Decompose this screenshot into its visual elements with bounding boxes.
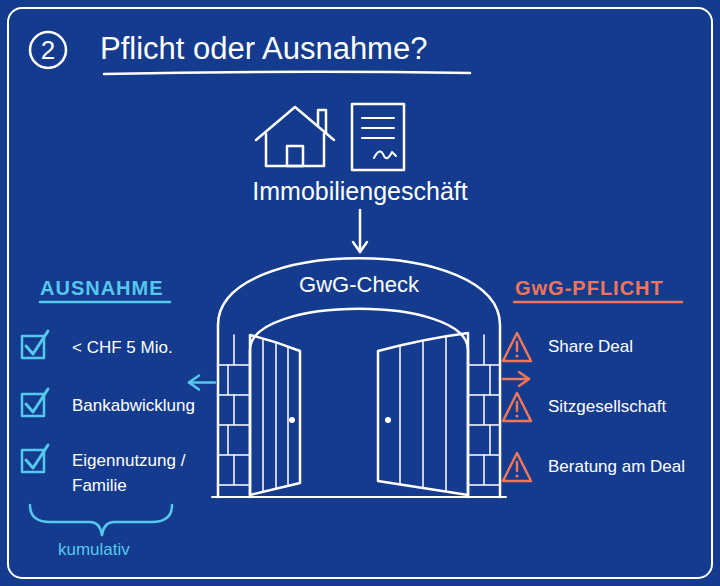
flow-arrow — [353, 210, 367, 252]
pillar-bricks — [468, 335, 500, 365]
pillar-bricks — [218, 395, 250, 425]
flow-arrow — [189, 376, 215, 390]
checkmark — [26, 331, 48, 354]
checkmark — [26, 389, 48, 412]
brace-note: kumulativ — [58, 540, 130, 560]
gate-node: GwG-Check — [218, 255, 500, 497]
door-planks — [400, 337, 446, 491]
brace — [30, 505, 172, 535]
warning-dot — [515, 354, 518, 357]
pillar-bricks — [468, 395, 500, 425]
heading-underline — [514, 301, 682, 304]
arrow-shaft — [359, 210, 362, 252]
house-door — [287, 146, 303, 166]
heading-underline — [40, 301, 170, 304]
gate-door — [378, 333, 468, 495]
risk-item: Beratung am Deal — [548, 457, 685, 477]
gate-ground — [212, 496, 506, 498]
risk-item: Share Deal — [548, 337, 633, 357]
node-label: Immobiliengeschäft — [230, 176, 490, 206]
transaction-node: Immobiliengeschäft — [230, 100, 490, 207]
house-chimney — [318, 110, 326, 133]
document-lines — [362, 118, 394, 138]
title-underline — [104, 72, 470, 74]
risk-item: Sitzgesellschaft — [548, 397, 666, 417]
warning-triangle — [503, 453, 531, 481]
group-heading: GwG-PFLICHT — [515, 276, 664, 300]
house-roof — [256, 107, 334, 140]
warning-mark — [516, 342, 519, 351]
warning-dot — [515, 474, 518, 477]
door-knob — [289, 417, 295, 423]
step-number: 2 — [28, 30, 68, 70]
diagram-title: Pflicht oder Ausnahme? — [100, 30, 427, 67]
door-knob — [385, 417, 391, 423]
pillar-bricks — [468, 425, 500, 455]
warning-dot — [515, 414, 518, 417]
pillar-bricks — [468, 365, 500, 395]
warning-mark — [516, 402, 519, 411]
pillar-bricks — [218, 365, 250, 395]
pillar-bricks — [218, 425, 250, 455]
arrow-head — [519, 372, 529, 386]
warning-mark — [516, 462, 519, 471]
warning-triangle — [503, 333, 531, 361]
door-planks — [263, 339, 288, 492]
step-number-circle: 2 — [28, 30, 68, 70]
criterion-item: Bankabwicklung — [72, 396, 195, 416]
house-body — [266, 134, 324, 166]
exception-group: AUSNAHME< CHF 5 Mio.BankabwicklungEigenn… — [18, 268, 186, 565]
group-heading: AUSNAHME — [40, 276, 164, 300]
flow-arrow — [503, 372, 529, 386]
arch-inner — [250, 309, 468, 497]
obligation-group: GwG-PFLICHTShare DealSitzgesellschaftBer… — [532, 268, 712, 490]
arrow-head — [189, 376, 199, 390]
gate-label: GwG-Check — [218, 272, 500, 298]
criterion-item: Eigennutzung / Familie — [72, 448, 204, 498]
pillar-bricks — [468, 455, 500, 485]
signature-squiggle — [374, 151, 396, 158]
pillar-bricks — [218, 335, 250, 365]
document-icon — [352, 104, 404, 170]
criterion-item: < CHF 5 Mio. — [72, 338, 173, 358]
arrow-shaft — [189, 381, 215, 384]
frame — [8, 8, 712, 578]
checkmark — [26, 445, 48, 468]
pillar-bricks — [218, 455, 250, 485]
arrow-head — [353, 242, 367, 252]
arrow-shaft — [503, 378, 529, 381]
warning-triangle — [503, 393, 531, 421]
arch-outer — [218, 258, 500, 497]
gate-door — [250, 335, 300, 495]
